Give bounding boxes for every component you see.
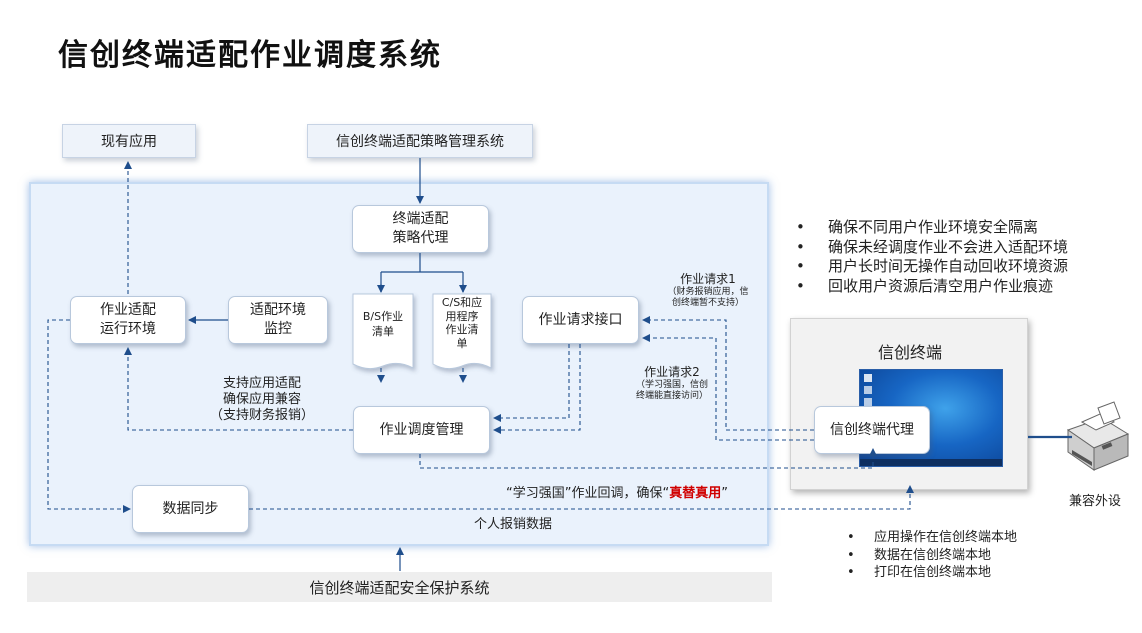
request2-sub1: （学习强国，信创: [635, 380, 708, 390]
env-monitor-line1: 适配环境: [250, 302, 306, 318]
right-bullet-item: 回收用户资源后清空用户作业痕迹: [790, 277, 1068, 297]
arrow-agent-to-lists: [380, 253, 464, 292]
bs-list-document-shape: [352, 293, 414, 370]
right-bullet-item: 确保不同用户作业环境安全隔离: [790, 218, 1068, 238]
terminal-title: 信创终端: [877, 343, 942, 362]
cs-list-line1: C/S和应: [441, 296, 483, 309]
page-title: 信创终端适配作业调度系统: [58, 38, 442, 73]
run-env-line2: 运行环境: [100, 321, 156, 337]
bottom-bullet-list: 应用操作在信创终端本地 数据在信创终端本地 打印在信创终端本地: [842, 529, 1017, 582]
right-bullet-item: 用户长时间无操作自动回收环境资源: [790, 257, 1068, 277]
env-monitor-line2: 监控: [264, 321, 292, 337]
terminal-agent-box: 信创终端代理: [814, 406, 930, 454]
bs-list-line2: 清单: [372, 325, 394, 338]
bottom-bullet-item: 打印在信创终端本地: [842, 564, 1017, 582]
peripheral-label: 兼容外设: [1068, 494, 1121, 509]
request1-sub1: （财务报销应用，信: [667, 287, 749, 297]
arrow-scheduler-callback: [419, 448, 877, 469]
scheduler-box: 作业调度管理: [353, 406, 490, 454]
environment-monitor-box: 适配环境 监控: [228, 296, 328, 344]
callback-note-prefix: “学习强国”作业回调，确保“: [506, 486, 670, 501]
request1-title: 作业请求1: [680, 272, 736, 286]
callback-note: “学习强国”作业回调，确保“真替真用”: [506, 482, 728, 501]
policy-management-system-box: 信创终端适配策略管理系统: [307, 124, 533, 158]
terminal-panel: 信创终端: [790, 318, 1028, 490]
existing-apps-box: 现有应用: [62, 124, 196, 158]
run-environment-box: 作业适配 运行环境: [70, 296, 186, 344]
printer-icon: [1066, 401, 1130, 471]
callback-note-highlight: 真替真用: [669, 486, 722, 501]
bs-list-label: B/S作业 清单: [353, 309, 413, 339]
bottom-bullet-item: 数据在信创终端本地: [842, 547, 1017, 565]
line-runenv-to-datasync: [47, 319, 131, 513]
support-note-line3: （支持财务报销）: [209, 408, 314, 423]
right-bullet-item: 确保未经调度作业不会进入适配环境: [790, 238, 1068, 258]
reimburse-data-label: 个人报销数据: [474, 517, 553, 532]
right-bullet-list: 确保不同用户作业环境安全隔离 确保未经调度作业不会进入适配环境 用户长时间无操作…: [790, 218, 1068, 296]
arrow-request2: [642, 334, 814, 441]
cs-list-line4: 单: [456, 336, 468, 350]
policy-agent-box: 终端适配 策略代理: [352, 205, 489, 253]
run-env-line1: 作业适配: [100, 302, 156, 318]
support-note-line1: 支持应用适配: [222, 376, 301, 391]
policy-agent-line1: 终端适配: [392, 211, 449, 227]
request1-sub2: 创终端暂不支持）: [671, 298, 744, 308]
bottom-bullet-item: 应用操作在信创终端本地: [842, 529, 1017, 547]
support-note: 支持应用适配 确保应用兼容 （支持财务报销）: [196, 376, 328, 424]
security-system-bar: 信创终端适配安全保护系统: [27, 572, 772, 602]
cs-list-line2: 用程序: [445, 309, 479, 323]
data-sync-box: 数据同步: [132, 485, 249, 533]
request2-label: 作业请求2 （学习强国，信创 终端能直接访问）: [626, 365, 718, 402]
cs-list-document-shape: [432, 293, 492, 370]
policy-agent-line2: 策略代理: [392, 230, 449, 246]
request-interface-box: 作业请求接口: [522, 296, 639, 344]
arrow-request1: [642, 316, 814, 431]
callback-note-suffix: ”: [721, 486, 728, 501]
support-note-line2: 确保应用兼容: [222, 392, 301, 407]
arrow-datasync-to-terminal: [249, 485, 914, 510]
request2-title: 作业请求2: [644, 365, 700, 379]
request1-label: 作业请求1 （财务报销应用，信 创终端暂不支持）: [660, 272, 756, 309]
arrow-request-to-scheduler: [493, 344, 570, 422]
cs-list-label: C/S和应 用程序 作业清 单: [433, 296, 491, 350]
request2-sub2: 终端能直接访问）: [635, 391, 708, 401]
cs-list-line3: 作业清: [445, 323, 479, 336]
arrow-scheduler-to-runenv: [124, 347, 353, 431]
bs-list-line1: B/S作业: [362, 310, 404, 323]
